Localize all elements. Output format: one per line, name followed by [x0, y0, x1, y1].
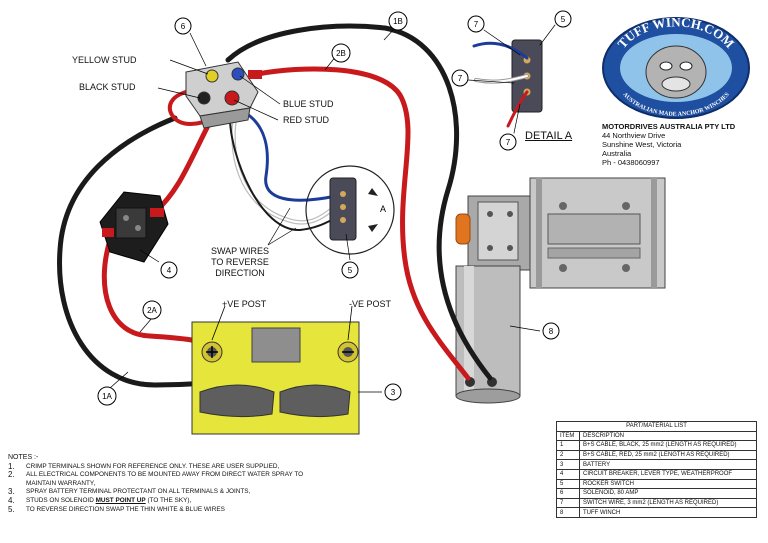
company-phone: Ph - 0438060997	[602, 158, 660, 167]
parts-title-row: PART/MATERIAL LIST	[556, 421, 757, 432]
note-item: 3.SPRAY BATTERY TERMINAL PROTECTANT ON A…	[8, 487, 251, 497]
switch-wire-blue	[242, 110, 338, 202]
callout-1a: 1A	[97, 386, 117, 406]
callout-2a: 2A	[142, 300, 162, 320]
swap-wires-line-1: SWAP WIRES	[210, 246, 269, 256]
cable-2b-red	[255, 66, 471, 381]
detail-a-title: DETAIL A	[525, 130, 573, 142]
svg-text:7: 7	[506, 138, 511, 147]
callout-2b: 2B	[331, 43, 351, 63]
svg-text:2B: 2B	[336, 49, 346, 58]
svg-text:3: 3	[391, 388, 396, 397]
svg-text:7: 7	[474, 20, 479, 29]
detail-marker-a: A	[380, 204, 386, 214]
notes: NOTES :- 1.CRIMP TERMINALS SHOWN FOR REF…	[8, 454, 326, 514]
switch-wire-black	[229, 117, 341, 232]
detail-callout-7b: 7	[451, 69, 469, 87]
note-item: 1.CRIMP TERMINALS SHOWN FOR REFERENCE ON…	[8, 461, 280, 471]
svg-text:5: 5	[561, 15, 566, 24]
notes-list: 1.CRIMP TERMINALS SHOWN FOR REFERENCE ON…	[8, 461, 326, 515]
svg-text:1B: 1B	[393, 17, 403, 26]
callout-6: 6	[174, 17, 192, 35]
company-street: 44 Northview Drive	[602, 131, 666, 140]
red-stud-label: RED STUD	[283, 115, 330, 125]
svg-text:8: 8	[549, 327, 554, 336]
tuff-winch-logo: TUFF WINCH.COM AUSTRALIAN MADE ANCHOR WI…	[602, 14, 750, 119]
note-item: 4.STUDS ON SOLENOID MUST POINT UP (TO TH…	[8, 495, 192, 505]
callout-5: 5	[341, 261, 359, 279]
svg-text:5: 5	[348, 266, 353, 275]
battery	[191, 305, 360, 435]
company-name: MOTORDRIVES AUSTRALIA PTY LTD	[602, 122, 736, 131]
blue-stud-label: BLUE STUD	[283, 99, 334, 109]
leader-lines	[109, 27, 541, 393]
note-item: 2.ALL ELECTRICAL COMPONENTS TO BE MOUNTE…	[8, 470, 304, 487]
detail-callout-7c: 7	[499, 133, 517, 151]
svg-text:6: 6	[181, 22, 186, 31]
cable-1b-black	[225, 23, 493, 381]
notes-title: NOTES :-	[8, 454, 39, 461]
winch	[455, 177, 666, 404]
swap-wires-line-3: DIRECTION	[215, 268, 265, 278]
company-country: Australia	[602, 149, 632, 158]
callouts: 6 1B 2B 4 5 2A 1A 3 8 7 5 7 7 A	[97, 10, 572, 406]
company-info: MOTORDRIVES AUSTRALIA PTY LTD 44 Northvi…	[602, 122, 735, 167]
callout-8: 8	[542, 322, 560, 340]
callout-1b: 1B	[388, 11, 408, 31]
callout-3: 3	[384, 383, 402, 401]
svg-text:1A: 1A	[102, 392, 112, 401]
svg-text:2A: 2A	[147, 306, 157, 315]
detail-callout-7a: 7	[467, 15, 485, 33]
yellow-stud-label: YELLOW STUD	[72, 55, 137, 65]
note-item: 5.TO REVERSE DIRECTION SWAP THE THIN WHI…	[8, 504, 225, 514]
positive-post-label: +VE POST	[222, 299, 267, 309]
company-suburb: Sunshine West, Victoria	[602, 140, 682, 149]
swap-wires-label: SWAP WIRES TO REVERSE DIRECTION	[200, 246, 280, 279]
detail-a-switch	[467, 24, 556, 134]
detail-callout-5: 5	[554, 10, 572, 28]
cable-red-solenoid-breaker	[152, 115, 215, 215]
negative-post-label: -VE POST	[349, 299, 392, 309]
svg-text:4: 4	[167, 266, 172, 275]
svg-text:7: 7	[458, 74, 463, 83]
circuit-breaker	[99, 191, 169, 263]
rocker-switch	[305, 165, 395, 255]
switch-wire-white	[231, 109, 339, 225]
black-stud-label: BLACK STUD	[79, 82, 136, 92]
callout-4: 4	[160, 261, 178, 279]
swap-wires-line-2: TO REVERSE	[211, 257, 269, 267]
